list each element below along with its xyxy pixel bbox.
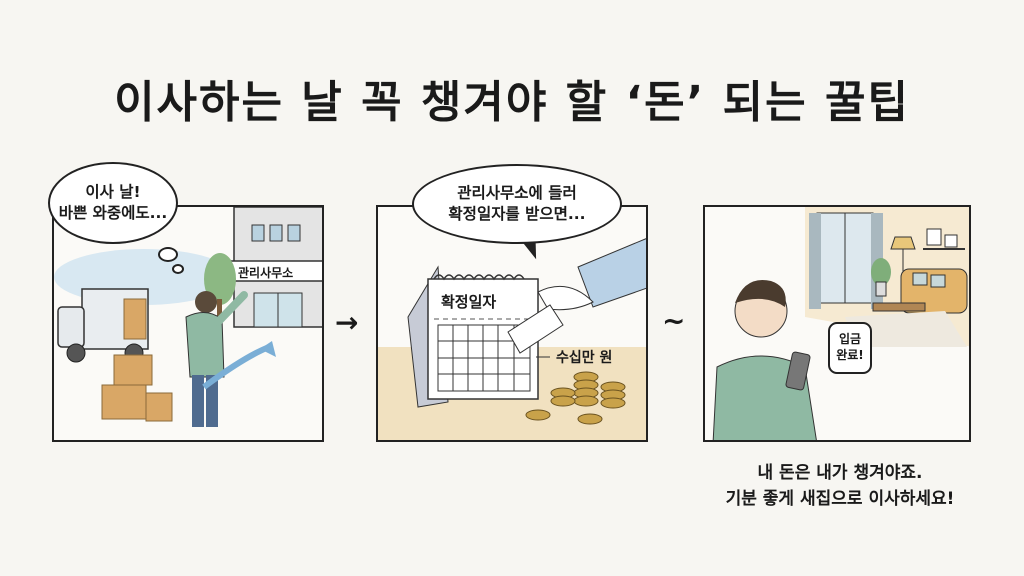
office-sign-label: 관리사무소 [238,266,294,280]
thought-dot [158,247,178,262]
comic-panel-moving-day: 관리사무소 [52,205,324,442]
calendar-coins-illustration [378,238,646,440]
page-title: 이사하는 날 꼭 챙겨야 할 ‘돈’ 되는 꿀팁 [114,77,910,128]
closing-caption: 내 돈은 내가 챙겨야죠. 기분 좋게 새집으로 이사하세요! [700,460,980,513]
caption-line-2: 기분 좋게 새집으로 이사하세요! [725,489,955,510]
speech-bubble-2: 관리사무소에 들러 확정일자를 받으면... [412,164,622,244]
calendar-label: 확정일자 [441,293,497,311]
bubble-line: 입금 [838,332,862,347]
bubble-line: 완료! [836,348,864,362]
thought-dot [172,264,184,274]
living-room-illustration [712,207,969,440]
tilde-connector: ~ [662,304,686,337]
caption-line-1: 내 돈은 내가 챙겨야죠. [757,463,923,483]
moving-scene-illustration [54,207,322,427]
bubble-line: 관리사무소에 들러 [457,184,577,203]
speech-bubble-3: 입금 완료! [828,322,872,374]
thought-bubble-1: 이사 날! 바쁜 와중에도... [48,162,178,244]
bubble-line: 바쁜 와중에도... [58,204,168,222]
amount-label: 수십만 원 [556,350,613,366]
bubble-line: 확정일자를 받으면... [448,205,586,223]
bubble-line: 이사 날! [85,183,141,202]
comic-panel-confirmation-date: 확정일자 수십만 원 [376,205,648,442]
arrow-connector: → [335,306,359,339]
